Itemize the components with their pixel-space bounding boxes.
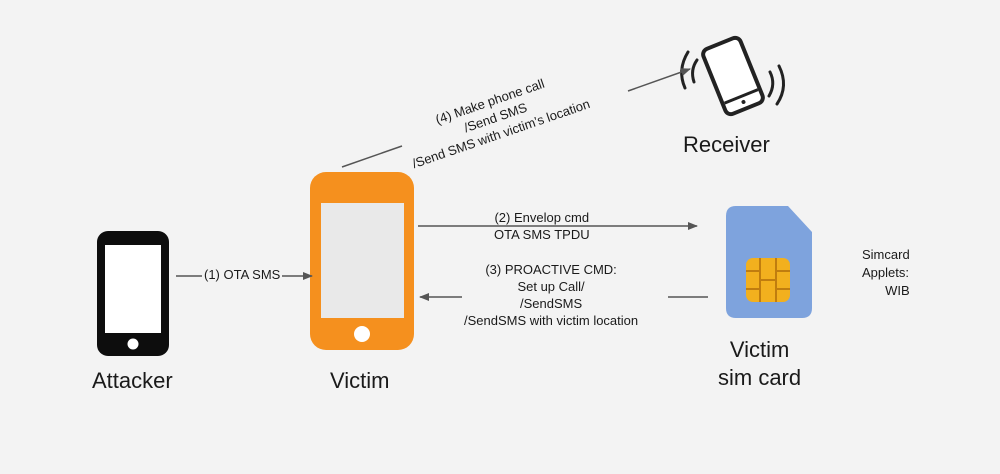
sim-card-label-line1: Victim [729,337,790,362]
proactive-cmd-line4: /SendSMS with victim location [464,313,639,328]
proactive-cmd-line1: (3) PROACTIVE CMD: [485,262,617,277]
sim-card-label: Victim sim card [718,336,801,392]
victim-label: Victim [330,368,390,393]
receiver-phone-icon [701,35,765,117]
proactive-cmd-line3: /SendSMS [519,296,583,311]
sim-card-label-line2: sim card [718,365,802,390]
simcard-applets-line3: WIB [885,283,910,298]
envelop-cmd-line2: OTA SMS TPDU [494,227,590,242]
attacker-label: Attacker [92,368,173,393]
envelop-cmd-line1: (2) Envelop cmd [494,210,590,225]
simcard-applets-line1: Simcard [862,247,910,262]
ringing-waves-icon [680,50,785,106]
proactive-cmd-label: (3) PROACTIVE CMD: Set up Call/ /SendSMS… [464,261,638,329]
receiver-label: Receiver [683,132,770,157]
ota-sms-label: (1) OTA SMS [202,266,283,283]
simcard-applets-label: Simcard Applets: WIB [862,246,910,300]
edge-make-call [627,68,691,92]
edge-make-call-tail [341,145,403,168]
simcard-applets-line2: Applets: [862,265,909,280]
envelop-cmd-label: (2) Envelop cmd OTA SMS TPDU [494,209,590,243]
proactive-cmd-line2: Set up Call/ [517,279,585,294]
victim-phone-icon [310,172,414,350]
sim-card-icon [726,206,812,318]
attacker-phone-icon [97,231,169,356]
